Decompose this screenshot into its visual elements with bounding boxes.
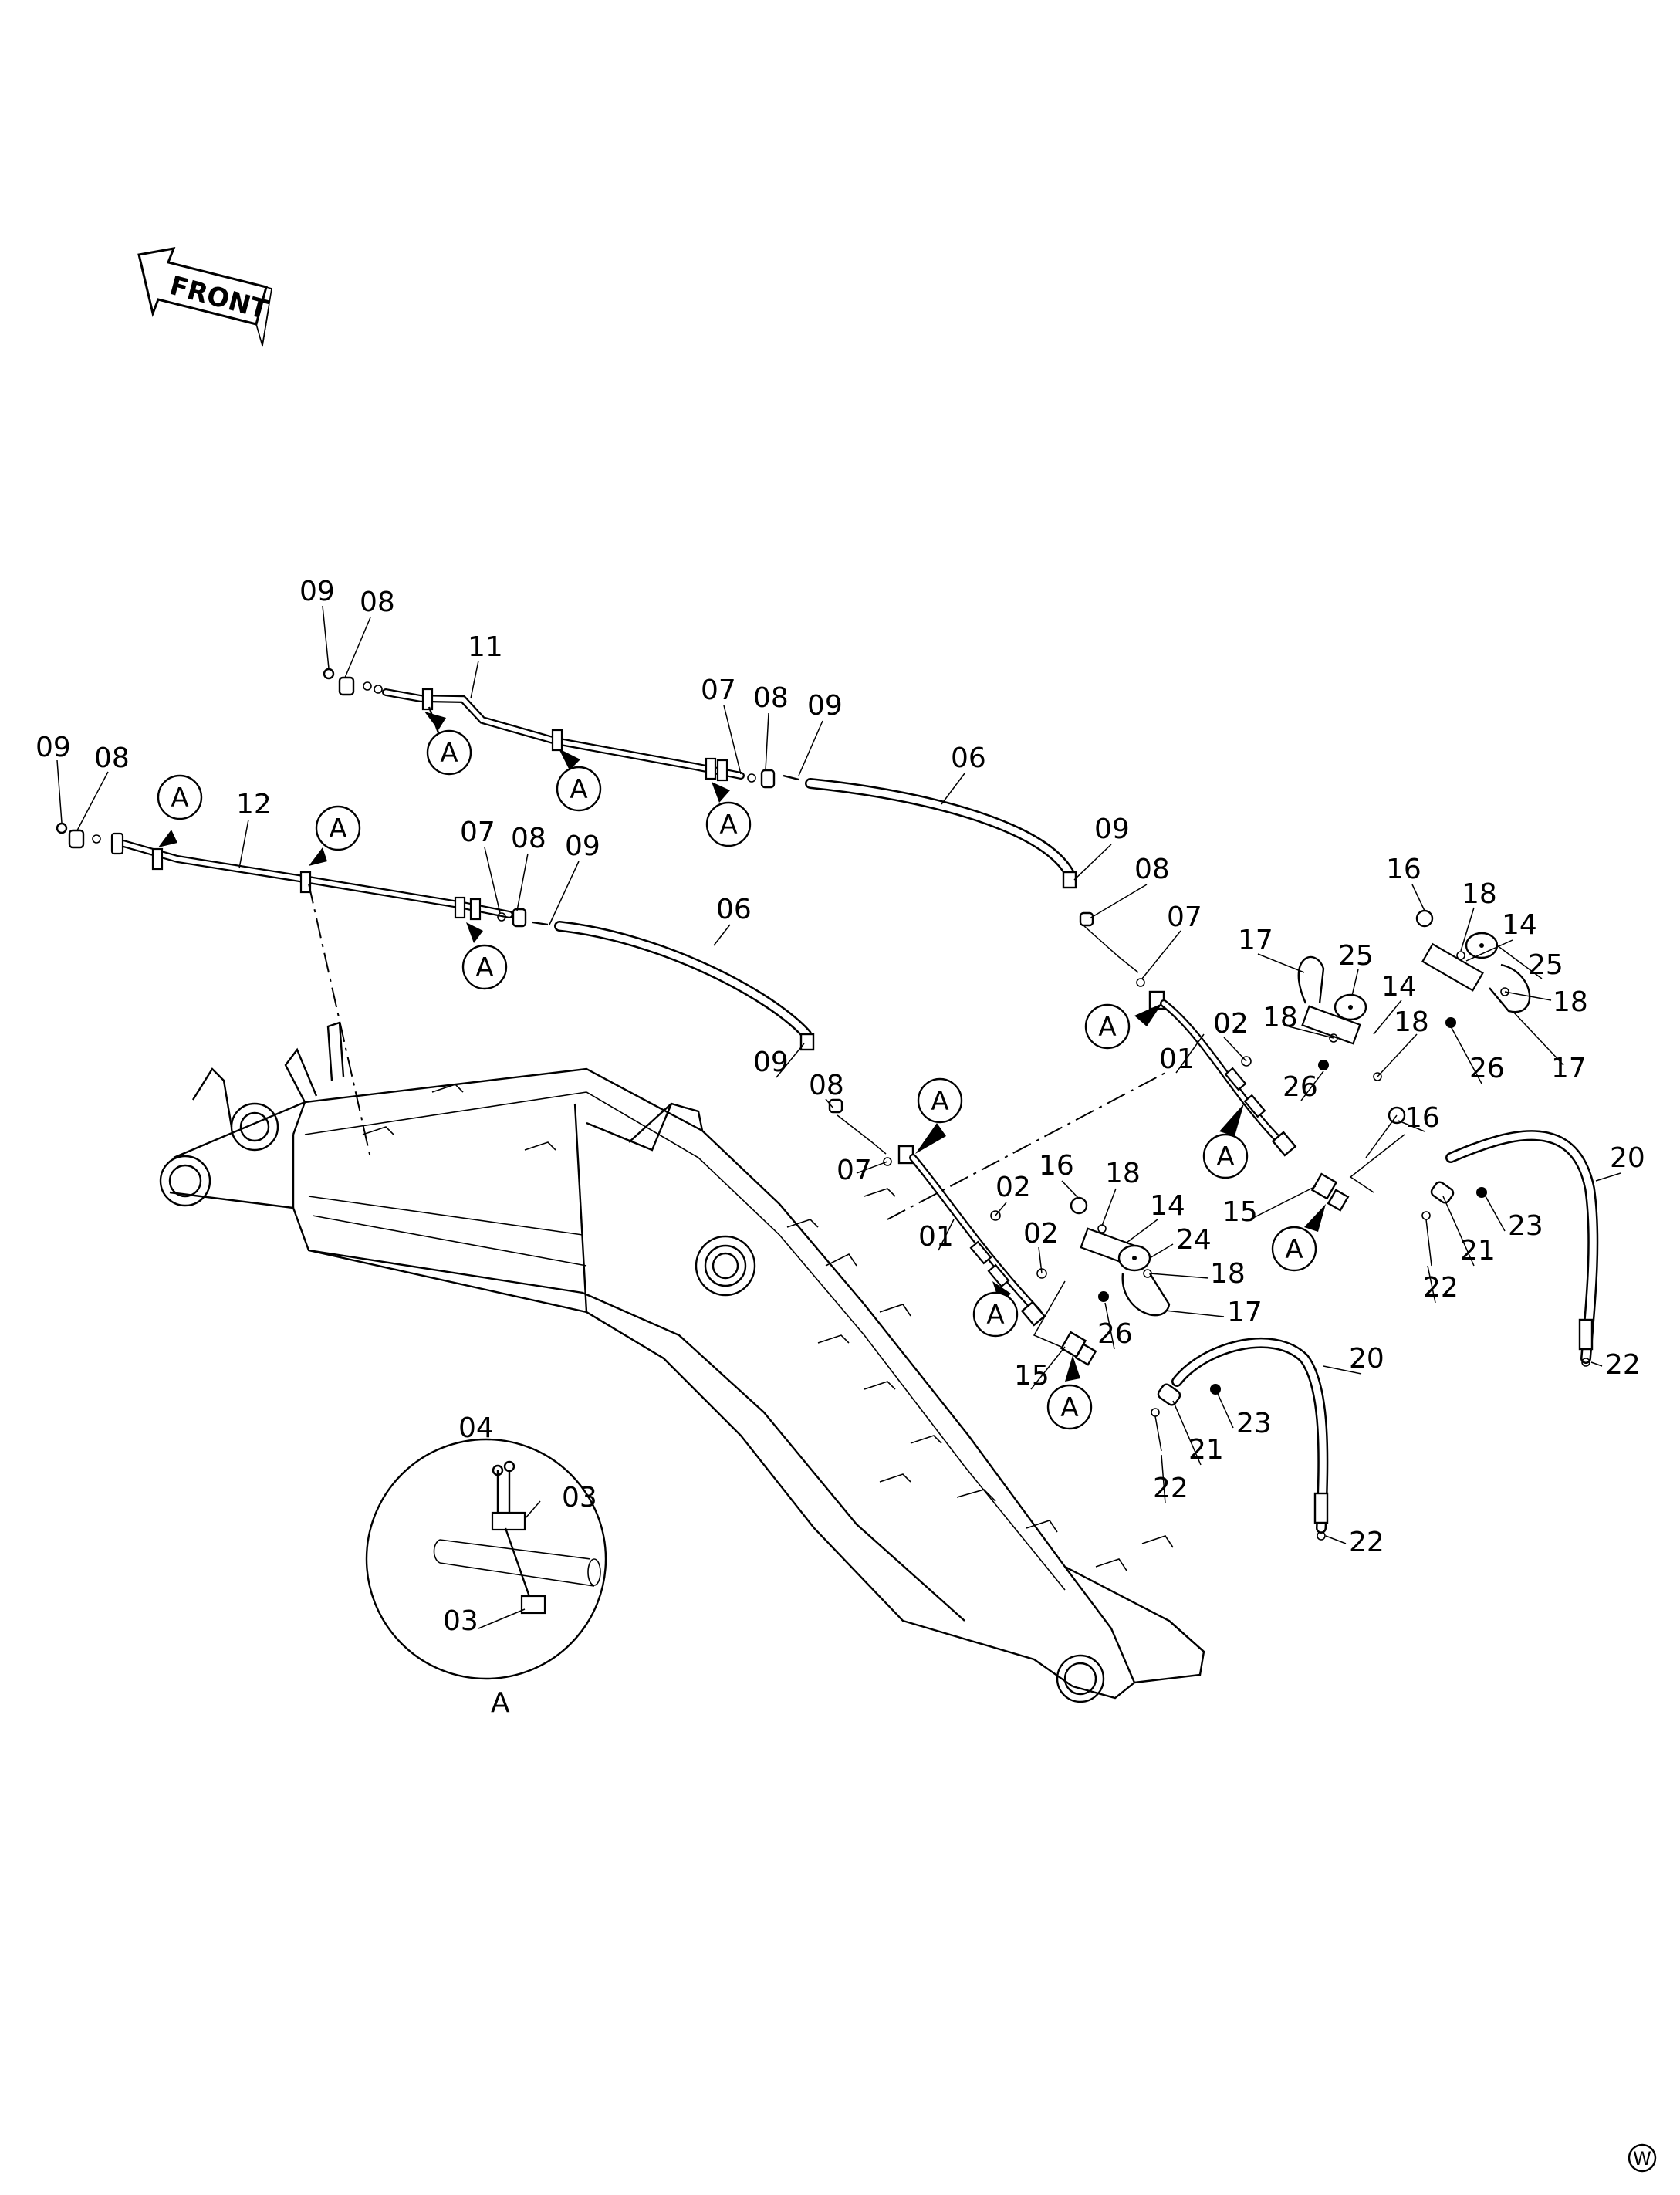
lower-pipe-assembly <box>56 822 1166 1327</box>
part-label: 22 <box>1605 1349 1641 1381</box>
part-label: 14 <box>1502 909 1537 941</box>
part-label: 08 <box>753 682 789 714</box>
part-label: 08 <box>809 1070 844 1101</box>
hose-assembly-upper <box>1421 1130 1599 1367</box>
part-label: 09 <box>565 830 600 862</box>
part-label: 15 <box>1014 1360 1050 1392</box>
callout-a-marker: A <box>309 805 361 866</box>
callout-a-marker: A <box>972 1281 1019 1338</box>
part-label: 01 <box>1159 1043 1195 1075</box>
part-label: 06 <box>716 894 752 925</box>
part-label: 18 <box>1553 986 1588 1018</box>
part-label: 07 <box>1167 901 1202 933</box>
part-label: 25 <box>1338 940 1374 972</box>
svg-text:A: A <box>1285 1234 1303 1265</box>
svg-text:A: A <box>570 774 587 805</box>
svg-text:W: W <box>1633 2148 1651 2170</box>
part-label: 26 <box>1097 1318 1133 1350</box>
callout-a-marker: A <box>915 1077 963 1154</box>
part-label: 22 <box>1349 1527 1384 1558</box>
part-label: 21 <box>1460 1235 1496 1267</box>
part-label: 18 <box>1263 1002 1298 1033</box>
part-label: 01 <box>918 1221 954 1253</box>
svg-text:A: A <box>440 738 458 769</box>
part-label: 25 <box>1528 949 1563 981</box>
part-label: 08 <box>1134 854 1170 885</box>
boom-body <box>159 1021 1205 1703</box>
part-label: 02 <box>1213 1008 1249 1040</box>
detail-label-03-top: 03 <box>562 1482 597 1514</box>
part-label: 17 <box>1227 1297 1263 1328</box>
detail-label-03-bottom: 03 <box>443 1605 478 1637</box>
part-label: 09 <box>35 732 71 763</box>
part-label: 12 <box>236 789 272 820</box>
svg-text:A: A <box>719 810 737 840</box>
part-label: 24 <box>1176 1224 1212 1256</box>
detail-view-a <box>365 1438 607 1680</box>
callout-a-marker: A <box>1202 1104 1249 1179</box>
part-label: 16 <box>1405 1102 1440 1134</box>
front-arrow: FRONT <box>137 247 272 347</box>
part-label: 08 <box>511 823 546 854</box>
hose-assembly-lower <box>1151 1338 1329 1541</box>
svg-text:A: A <box>1216 1141 1234 1172</box>
part-label: 09 <box>299 576 335 607</box>
part-label: 07 <box>701 675 736 706</box>
svg-text:A: A <box>1060 1392 1078 1423</box>
part-label: 18 <box>1394 1006 1429 1038</box>
part-label: 23 <box>1236 1408 1272 1439</box>
part-label: 14 <box>1381 971 1417 1003</box>
svg-text:A: A <box>986 1300 1004 1331</box>
part-label: 11 <box>468 631 503 663</box>
part-label: 16 <box>1039 1150 1074 1182</box>
callout-a-marker: A <box>705 782 752 847</box>
part-label: 20 <box>1349 1343 1384 1375</box>
part-label: 23 <box>1508 1210 1543 1242</box>
part-label: 06 <box>951 742 986 774</box>
watermark-w-icon: W <box>1628 2143 1657 2173</box>
svg-text:A: A <box>931 1086 948 1117</box>
svg-text:A: A <box>329 813 346 844</box>
callout-a-marker: A <box>1046 1355 1093 1430</box>
part-label: 18 <box>1462 878 1497 910</box>
part-label: 18 <box>1210 1258 1246 1290</box>
callout-a-marker: A <box>1271 1204 1326 1272</box>
part-label: 09 <box>753 1047 789 1078</box>
callout-markers: A A A A A A A <box>157 706 1326 1430</box>
part-label: 14 <box>1150 1190 1185 1222</box>
part-label: 22 <box>1153 1473 1188 1504</box>
part-label: 09 <box>807 690 843 722</box>
part-label: 02 <box>1023 1218 1059 1250</box>
label-leaders <box>56 605 1621 1544</box>
svg-text:A: A <box>171 783 188 813</box>
part-label: 18 <box>1105 1158 1141 1189</box>
part-label: 08 <box>94 742 130 774</box>
part-label: 17 <box>1238 925 1273 956</box>
callout-a-marker: A <box>1084 1003 1162 1050</box>
detail-label-04: 04 <box>458 1412 494 1444</box>
part-label: 20 <box>1610 1142 1645 1174</box>
part-label: 09 <box>1094 813 1130 845</box>
part-label: 22 <box>1423 1272 1459 1304</box>
part-label: 07 <box>837 1155 872 1186</box>
part-label: 26 <box>1283 1071 1318 1103</box>
svg-text:A: A <box>1098 1012 1116 1043</box>
part-label: 02 <box>995 1172 1031 1203</box>
part-label: 08 <box>360 587 395 618</box>
callout-a-marker: A <box>157 774 203 847</box>
part-label: 26 <box>1469 1053 1505 1084</box>
part-label: 15 <box>1222 1196 1258 1228</box>
upper-pipe-assembly <box>323 668 1297 1157</box>
part-label: 16 <box>1386 854 1421 885</box>
part-label: 07 <box>460 817 495 848</box>
lower-bracket-group <box>1033 1196 1171 1366</box>
callout-a-marker: A <box>556 749 602 812</box>
callout-a-marker: A <box>424 706 472 776</box>
svg-text:A: A <box>475 952 493 983</box>
detail-view-caption: A <box>491 1687 510 1719</box>
callout-a-marker: A <box>461 922 508 990</box>
part-labels: 09 08 11 09 08 12 07 08 09 07 08 09 06 0… <box>35 576 1645 1719</box>
